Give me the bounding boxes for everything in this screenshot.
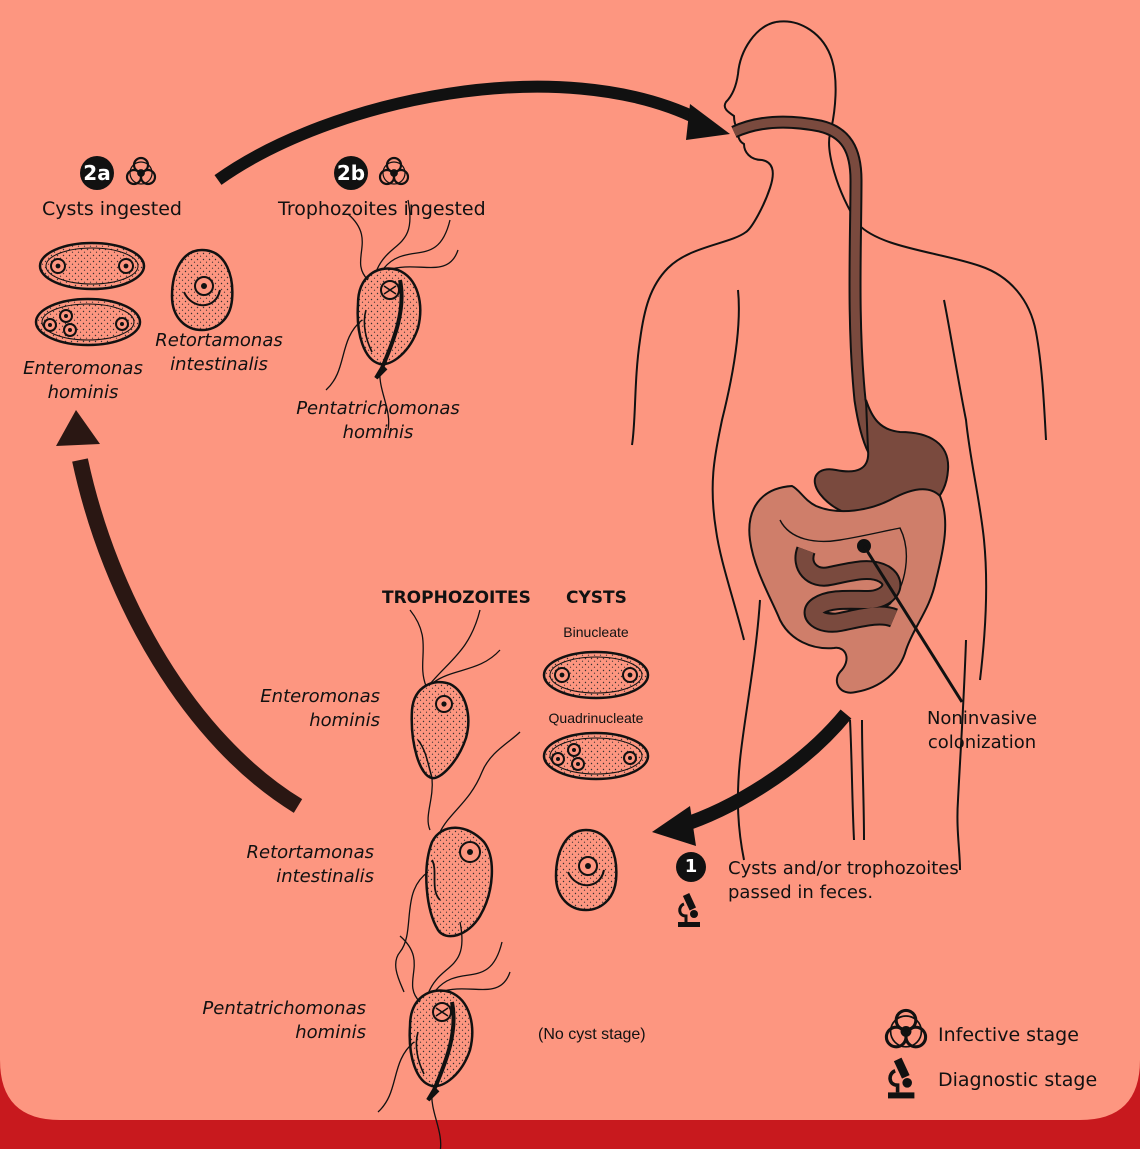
row-entero-label-1: Enteromonas (180, 686, 380, 707)
retortamonas-cyst (556, 830, 616, 910)
entero-cyst-binucleate (544, 652, 648, 698)
row-retort-label-1: Retortamonas (174, 842, 374, 863)
binucleate-label: Binucleate (536, 624, 656, 640)
top-entero-label-1: Enteromonas (8, 358, 158, 379)
diagram-background (0, 0, 1140, 1120)
cysts-column-header: CYSTS (566, 588, 627, 608)
top-retort-label-2: intestinalis (144, 354, 294, 375)
trophozoites-ingested-label: Trophozoites ingested (278, 198, 486, 220)
trophozoites-column-header: TROPHOZOITES (382, 588, 531, 608)
entero-cyst-quadrinucleate (544, 733, 648, 779)
step-2b-badge: 2b (334, 156, 368, 190)
no-cyst-stage-label: (No cyst stage) (538, 1026, 646, 1044)
row-entero-label-2: hominis (180, 710, 380, 731)
row-retort-label-2: intestinalis (174, 866, 374, 887)
colonization-label-2: colonization (900, 732, 1064, 753)
top-penta-label-1: Pentatrichomonas (278, 398, 478, 419)
feces-label-line2: passed in feces. (728, 882, 873, 903)
top-entero-label-2: hominis (8, 382, 158, 403)
top-penta-label-2: hominis (278, 422, 478, 443)
top-retortamonas-cyst (172, 250, 232, 330)
row-penta-label-1: Pentatrichomonas (166, 998, 366, 1019)
step-2a-badge: 2a (80, 156, 114, 190)
quadrinucleate-label: Quadrinucleate (536, 710, 656, 726)
top-entero-cyst-binucleate (40, 243, 144, 289)
row-penta-label-2: hominis (166, 1022, 366, 1043)
top-retort-label-1: Retortamonas (144, 330, 294, 351)
step-1-badge: 1 (676, 852, 706, 882)
cysts-ingested-label: Cysts ingested (42, 198, 182, 220)
feces-label-line1: Cysts and/or trophozoites (728, 858, 959, 879)
colonization-label-1: Noninvasive (900, 708, 1064, 729)
legend-diagnostic-stage: Diagnostic stage (938, 1069, 1097, 1091)
top-entero-cyst-quadrinucleate (36, 299, 140, 345)
legend-infective-stage: Infective stage (938, 1024, 1079, 1046)
